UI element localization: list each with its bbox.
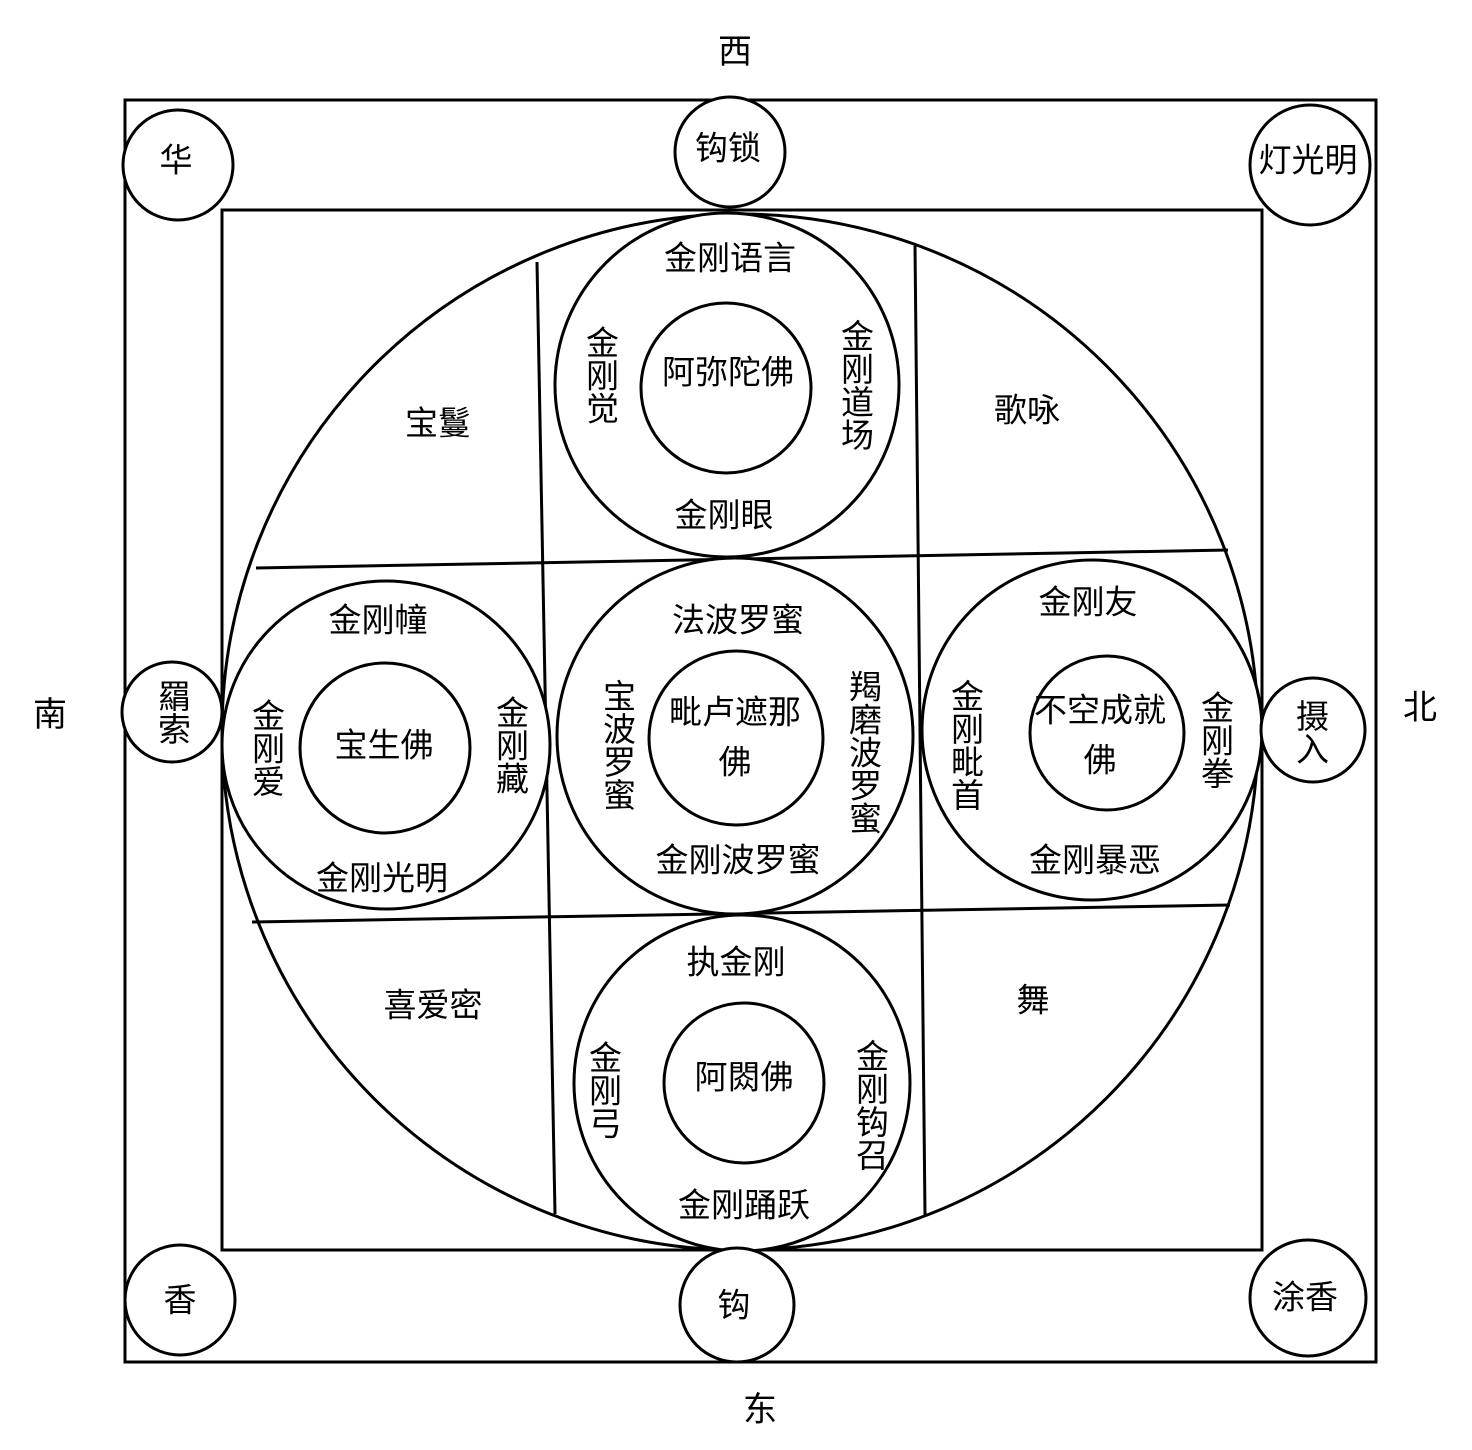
direction-right-label: 北: [1403, 688, 1437, 728]
inner-top-left-label: 宝鬘: [405, 403, 471, 443]
outer-top-left-circle: [121, 108, 235, 222]
left-group-inner-circle: [298, 661, 472, 835]
right-group-bottom-label: 金刚暴恶: [1029, 840, 1161, 880]
direction-top-label: 西: [718, 32, 752, 72]
inner-bottom-right-label: 舞: [1016, 980, 1050, 1020]
left-group-center-label: 宝生佛: [334, 725, 434, 765]
left-group-left-label: 金刚爱: [246, 698, 286, 798]
outer-bottom-right-label: 涂香: [1272, 1277, 1338, 1317]
middle-group-center-label: 毗卢遮那佛: [669, 692, 801, 782]
middle-group-right-label: 羯磨波罗蜜: [843, 669, 883, 835]
outer-left-circle: [120, 660, 224, 764]
middle-group-inner-circle: [647, 649, 825, 827]
outer-bottom-left-circle: [123, 1243, 237, 1357]
bottom-group-bottom-label: 金刚踊跃: [678, 1185, 810, 1225]
top-group-top-label: 金刚语言: [664, 238, 796, 278]
direction-left-label: 南: [33, 695, 67, 735]
right-group-inner-circle: [1028, 654, 1186, 812]
top-group-inner-circle: [639, 301, 813, 475]
middle-group-bottom-label: 金刚波罗蜜: [655, 840, 821, 880]
bottom-group-right-label: 金刚钩召: [850, 1039, 890, 1171]
outer-bottom-right-circle: [1248, 1238, 1368, 1358]
outer-bottom-left-label: 香: [163, 1280, 197, 1320]
top-group-center-label: 阿弥陀佛: [662, 352, 794, 392]
left-group-right-label: 金刚藏: [490, 695, 530, 795]
direction-bottom-label: 东: [743, 1390, 777, 1430]
bottom-group-inner-circle: [662, 1001, 826, 1165]
middle-group-top-label: 法波罗蜜: [672, 600, 804, 640]
right-group-left-label: 金刚毗首: [945, 679, 985, 811]
bottom-group-center-label: 阿閦佛: [694, 1057, 794, 1097]
outer-top-left-label: 华: [159, 140, 193, 180]
outer-top-right-circle: [1248, 103, 1372, 227]
outer-top-label: 钩锁: [695, 128, 761, 168]
right-group-right-label: 金刚拳: [1195, 690, 1235, 790]
outer-top-circle: [673, 95, 787, 209]
inner-bottom-left-label: 喜爱密: [383, 985, 483, 1025]
right-group-center-label: 不空成就佛: [1034, 690, 1166, 780]
middle-group-left-label: 宝波罗蜜: [597, 679, 637, 811]
outer-right-label: 摄入: [1290, 699, 1330, 765]
outer-bottom-label: 钩: [717, 1285, 751, 1325]
left-group-outer-circle: [220, 579, 552, 911]
top-group-right-label: 金刚道场: [835, 319, 875, 451]
divider-right: [913, 245, 927, 1216]
left-group-top-label: 金刚幢: [328, 600, 428, 640]
inner-top-right-label: 歌咏: [994, 390, 1060, 430]
right-group-top-label: 金刚友: [1038, 582, 1138, 622]
left-group-bottom-label: 金刚光明: [316, 858, 448, 898]
outer-bottom-circle: [678, 1246, 796, 1364]
outer-left-label: 羂索: [152, 679, 192, 745]
bottom-group-left-label: 金刚弓: [583, 1040, 623, 1140]
outer-right-circle: [1259, 676, 1367, 784]
outer-top-right-label: 灯光明: [1258, 140, 1358, 180]
bottom-group-top-label: 执金刚: [686, 942, 786, 982]
top-group-bottom-label: 金刚眼: [674, 495, 774, 535]
top-group-left-label: 金刚觉: [580, 325, 620, 425]
